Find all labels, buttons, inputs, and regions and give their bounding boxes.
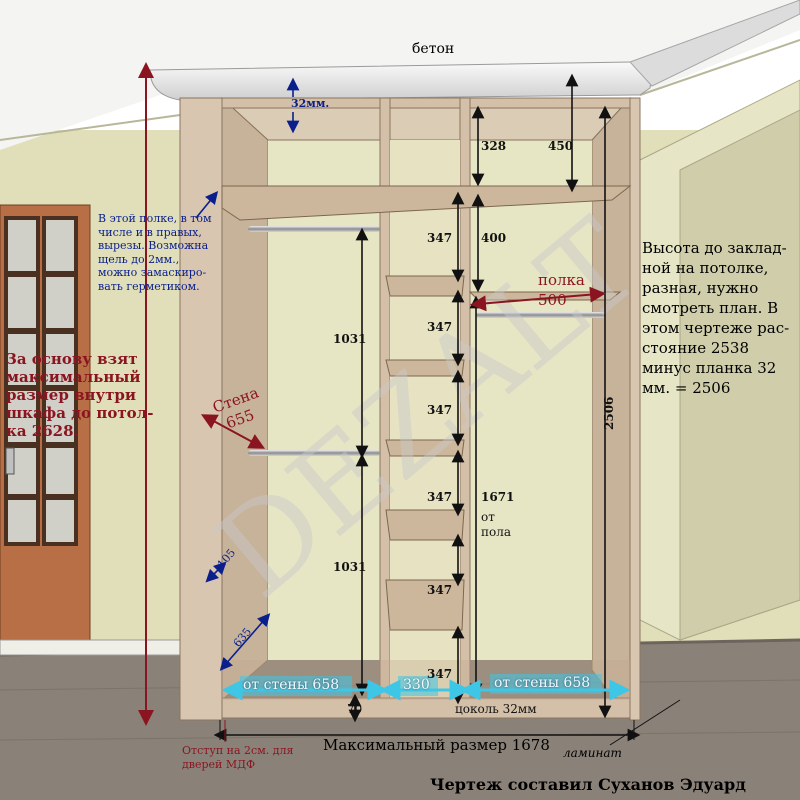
left-red-note: За основу взят максимальный размер внутр… [6, 350, 154, 440]
shelf-word: полка [538, 271, 585, 289]
dim-347-6: 347 [427, 667, 453, 681]
plinth [221, 697, 631, 719]
ceiling-label: бетон [412, 41, 455, 57]
rod-right [476, 312, 606, 318]
dim-1671: 1671 [481, 490, 515, 504]
right-height-note: Высота до заклад- ной на потолке, разная… [642, 239, 790, 397]
blue-shelf-note: В этой полке, в том числе и в правых, вы… [98, 212, 212, 293]
dim-1671-note: от пола [481, 510, 511, 539]
top-panel [221, 97, 631, 109]
dim-347-2: 347 [427, 320, 453, 334]
dim-347-1: 347 [427, 231, 453, 245]
middle-shelves [385, 275, 465, 631]
dim-1031-top: 1031 [333, 332, 367, 346]
shelf-value: 500 [538, 291, 567, 309]
indent-note: Отступ на 2см. для дверей МДФ [182, 744, 294, 771]
dim-347-5: 347 [427, 583, 453, 597]
plinth-label: цоколь 32мм [455, 702, 537, 716]
rod-bottom-left [248, 450, 380, 456]
dim-450: 450 [548, 139, 574, 153]
rod-top-left [248, 226, 380, 232]
max-size-label: Максимальный размер 1678 [323, 736, 550, 754]
laminate-label: ламинат [563, 746, 622, 760]
middle-width: 330 [403, 677, 430, 693]
from-wall-left: от стены 658 [243, 677, 340, 693]
from-wall-right: от стены 658 [494, 675, 591, 691]
dim-400: 400 [481, 231, 507, 245]
dim-347-3: 347 [427, 403, 453, 417]
dim-70: 70 [347, 702, 363, 716]
dim-347-4: 347 [427, 490, 453, 504]
dim-1031-bottom: 1031 [333, 560, 367, 574]
top-gap-label: 32мм. [291, 97, 330, 110]
dim-2506: 2506 [602, 396, 616, 430]
author-credit: Чертеж составил Суханов Эдуард [430, 775, 746, 794]
main-shelf [221, 185, 632, 221]
dim-328: 328 [481, 139, 507, 153]
